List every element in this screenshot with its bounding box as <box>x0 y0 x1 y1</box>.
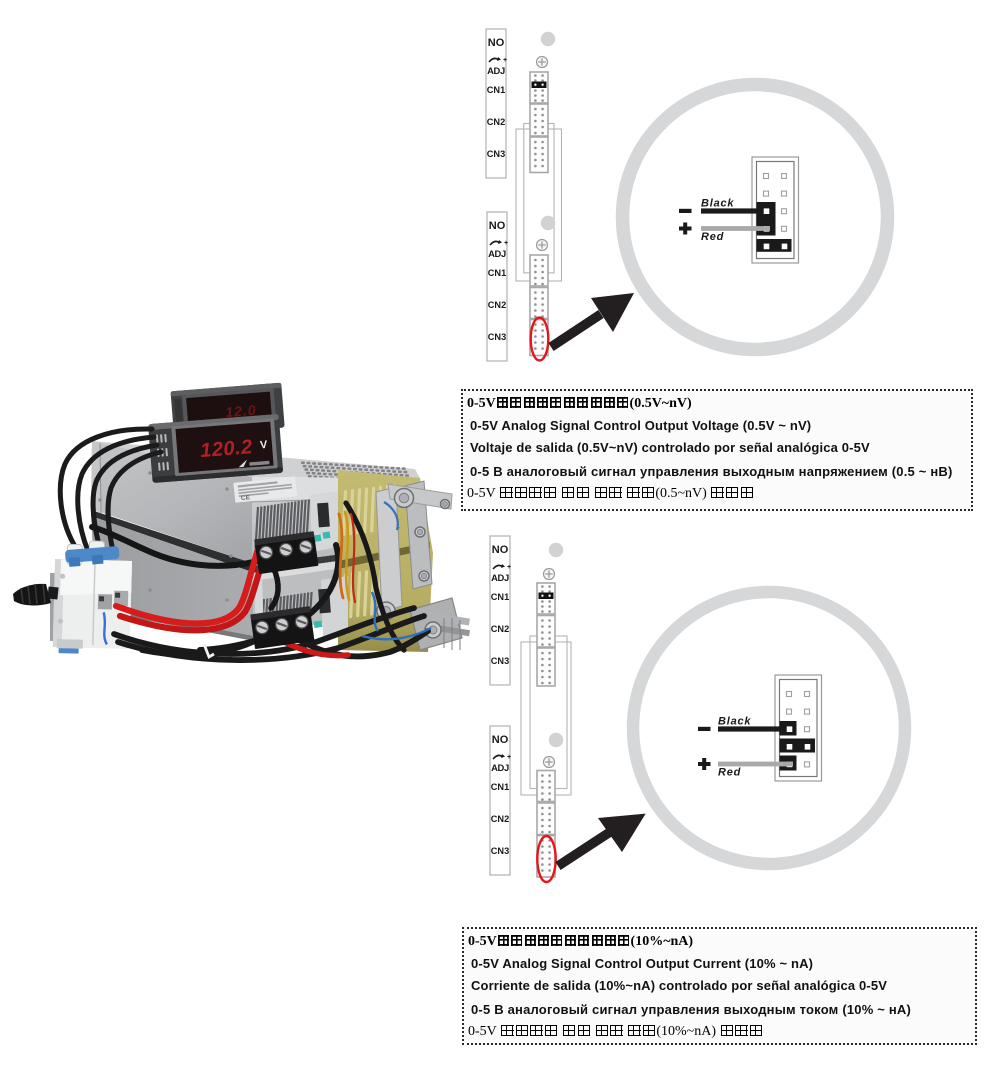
svg-text:CN3: CN3 <box>488 332 506 342</box>
svg-text:NO: NO <box>489 220 506 232</box>
svg-text:ADJ: ADJ <box>491 762 509 773</box>
svg-text:CN2: CN2 <box>491 624 509 634</box>
svg-text:V: V <box>260 439 269 452</box>
svg-text:+: + <box>504 240 508 247</box>
svg-text:ADJ: ADJ <box>491 572 509 583</box>
svg-text:Black: Black <box>701 198 734 210</box>
svg-text:CN1: CN1 <box>491 592 509 602</box>
svg-text:12.0: 12.0 <box>225 402 257 420</box>
svg-text:CN1: CN1 <box>488 268 506 278</box>
svg-text:Red: Red <box>718 767 741 779</box>
svg-text:120.2: 120.2 <box>199 436 253 462</box>
svg-text:ADJ: ADJ <box>487 65 505 76</box>
svg-text:CN3: CN3 <box>491 656 509 666</box>
svg-text:+: + <box>503 57 507 64</box>
svg-text:CN1: CN1 <box>491 782 509 792</box>
svg-text:+: + <box>507 754 511 761</box>
svg-text:CN2: CN2 <box>487 117 505 127</box>
svg-text:NO: NO <box>492 734 509 746</box>
svg-text:CN1: CN1 <box>487 85 505 95</box>
svg-text:NO: NO <box>492 544 509 556</box>
svg-text:CN2: CN2 <box>488 300 506 310</box>
svg-text:+: + <box>507 564 511 571</box>
svg-text:CE: CE <box>241 494 251 502</box>
svg-text:CN3: CN3 <box>491 846 509 856</box>
svg-text:CN3: CN3 <box>487 149 505 159</box>
svg-text:CN2: CN2 <box>491 814 509 824</box>
svg-text:NO: NO <box>488 37 505 49</box>
svg-text:ADJ: ADJ <box>488 248 506 259</box>
svg-text:Black: Black <box>718 716 751 728</box>
svg-text:Red: Red <box>701 231 724 243</box>
